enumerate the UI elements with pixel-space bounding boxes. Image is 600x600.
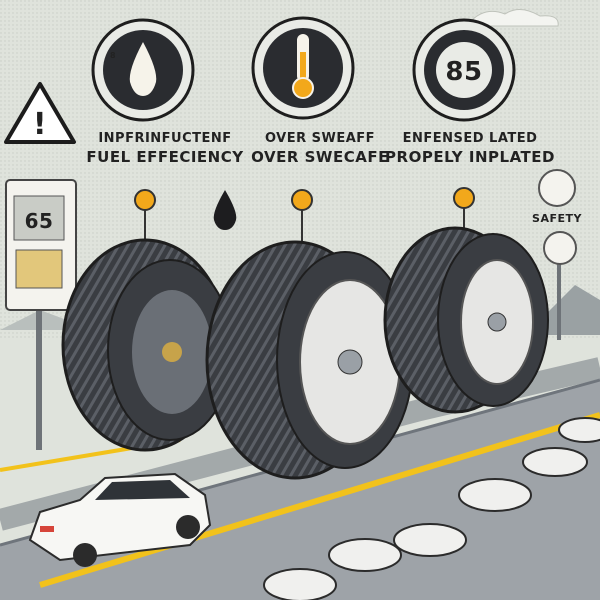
warning-sign: ! [4, 82, 76, 144]
warning-triangle-icon [4, 82, 76, 144]
tire-left [61, 238, 233, 452]
pressure-gauge-icon [134, 189, 156, 211]
car-window [95, 480, 190, 500]
tail-light [40, 526, 54, 532]
safety-label: SAFETY [532, 212, 582, 225]
gauge-fuel: 8 [91, 18, 195, 122]
thermometer-icon [292, 34, 314, 99]
sign-post [557, 260, 561, 340]
safety-sign: SAFETY [532, 169, 582, 340]
pressure-gauge-icon [453, 187, 475, 209]
safety-circle-sign [543, 231, 577, 265]
caption-mid-line2: OVER SWECAFE [251, 148, 389, 166]
tire-stack [263, 417, 600, 600]
gauge-temperature [251, 16, 355, 120]
caption-left-line1: INPFRINFUCTENF [98, 131, 231, 146]
oil-drop-icon [213, 190, 237, 230]
sign-chart [15, 249, 63, 289]
caption-mid-line1: OVER SWEAFF [265, 131, 375, 146]
warning-symbol: ! [33, 107, 47, 142]
lane-line-yellow [39, 412, 600, 588]
cloud [469, 9, 559, 27]
caption-right-line1: ENFENSED LATED [403, 131, 538, 146]
speed-box [13, 195, 65, 241]
mountain-right [540, 285, 600, 335]
pressure-gauge-icon [291, 189, 313, 211]
fuel-drop-icon [129, 42, 157, 96]
gauge-speed: 85 [412, 18, 516, 122]
speedometer-icon [436, 42, 492, 98]
clock-icon [538, 169, 576, 207]
tire-middle [205, 240, 414, 480]
gauge-speed-readout: 85 [445, 57, 482, 87]
speed-limit-sign: 65 [5, 179, 77, 450]
white-car [28, 472, 212, 567]
sign-post [36, 300, 42, 450]
gauge-fuel-readout: 8 [110, 51, 116, 60]
caption-right-line2: PROPELY INPLATED [385, 148, 555, 166]
speed-limit-value: 65 [25, 209, 54, 233]
caption-left-line2: FUEL EFFECIENCY [86, 148, 244, 166]
tire-right [383, 226, 549, 414]
pressure-gauges [134, 187, 475, 250]
